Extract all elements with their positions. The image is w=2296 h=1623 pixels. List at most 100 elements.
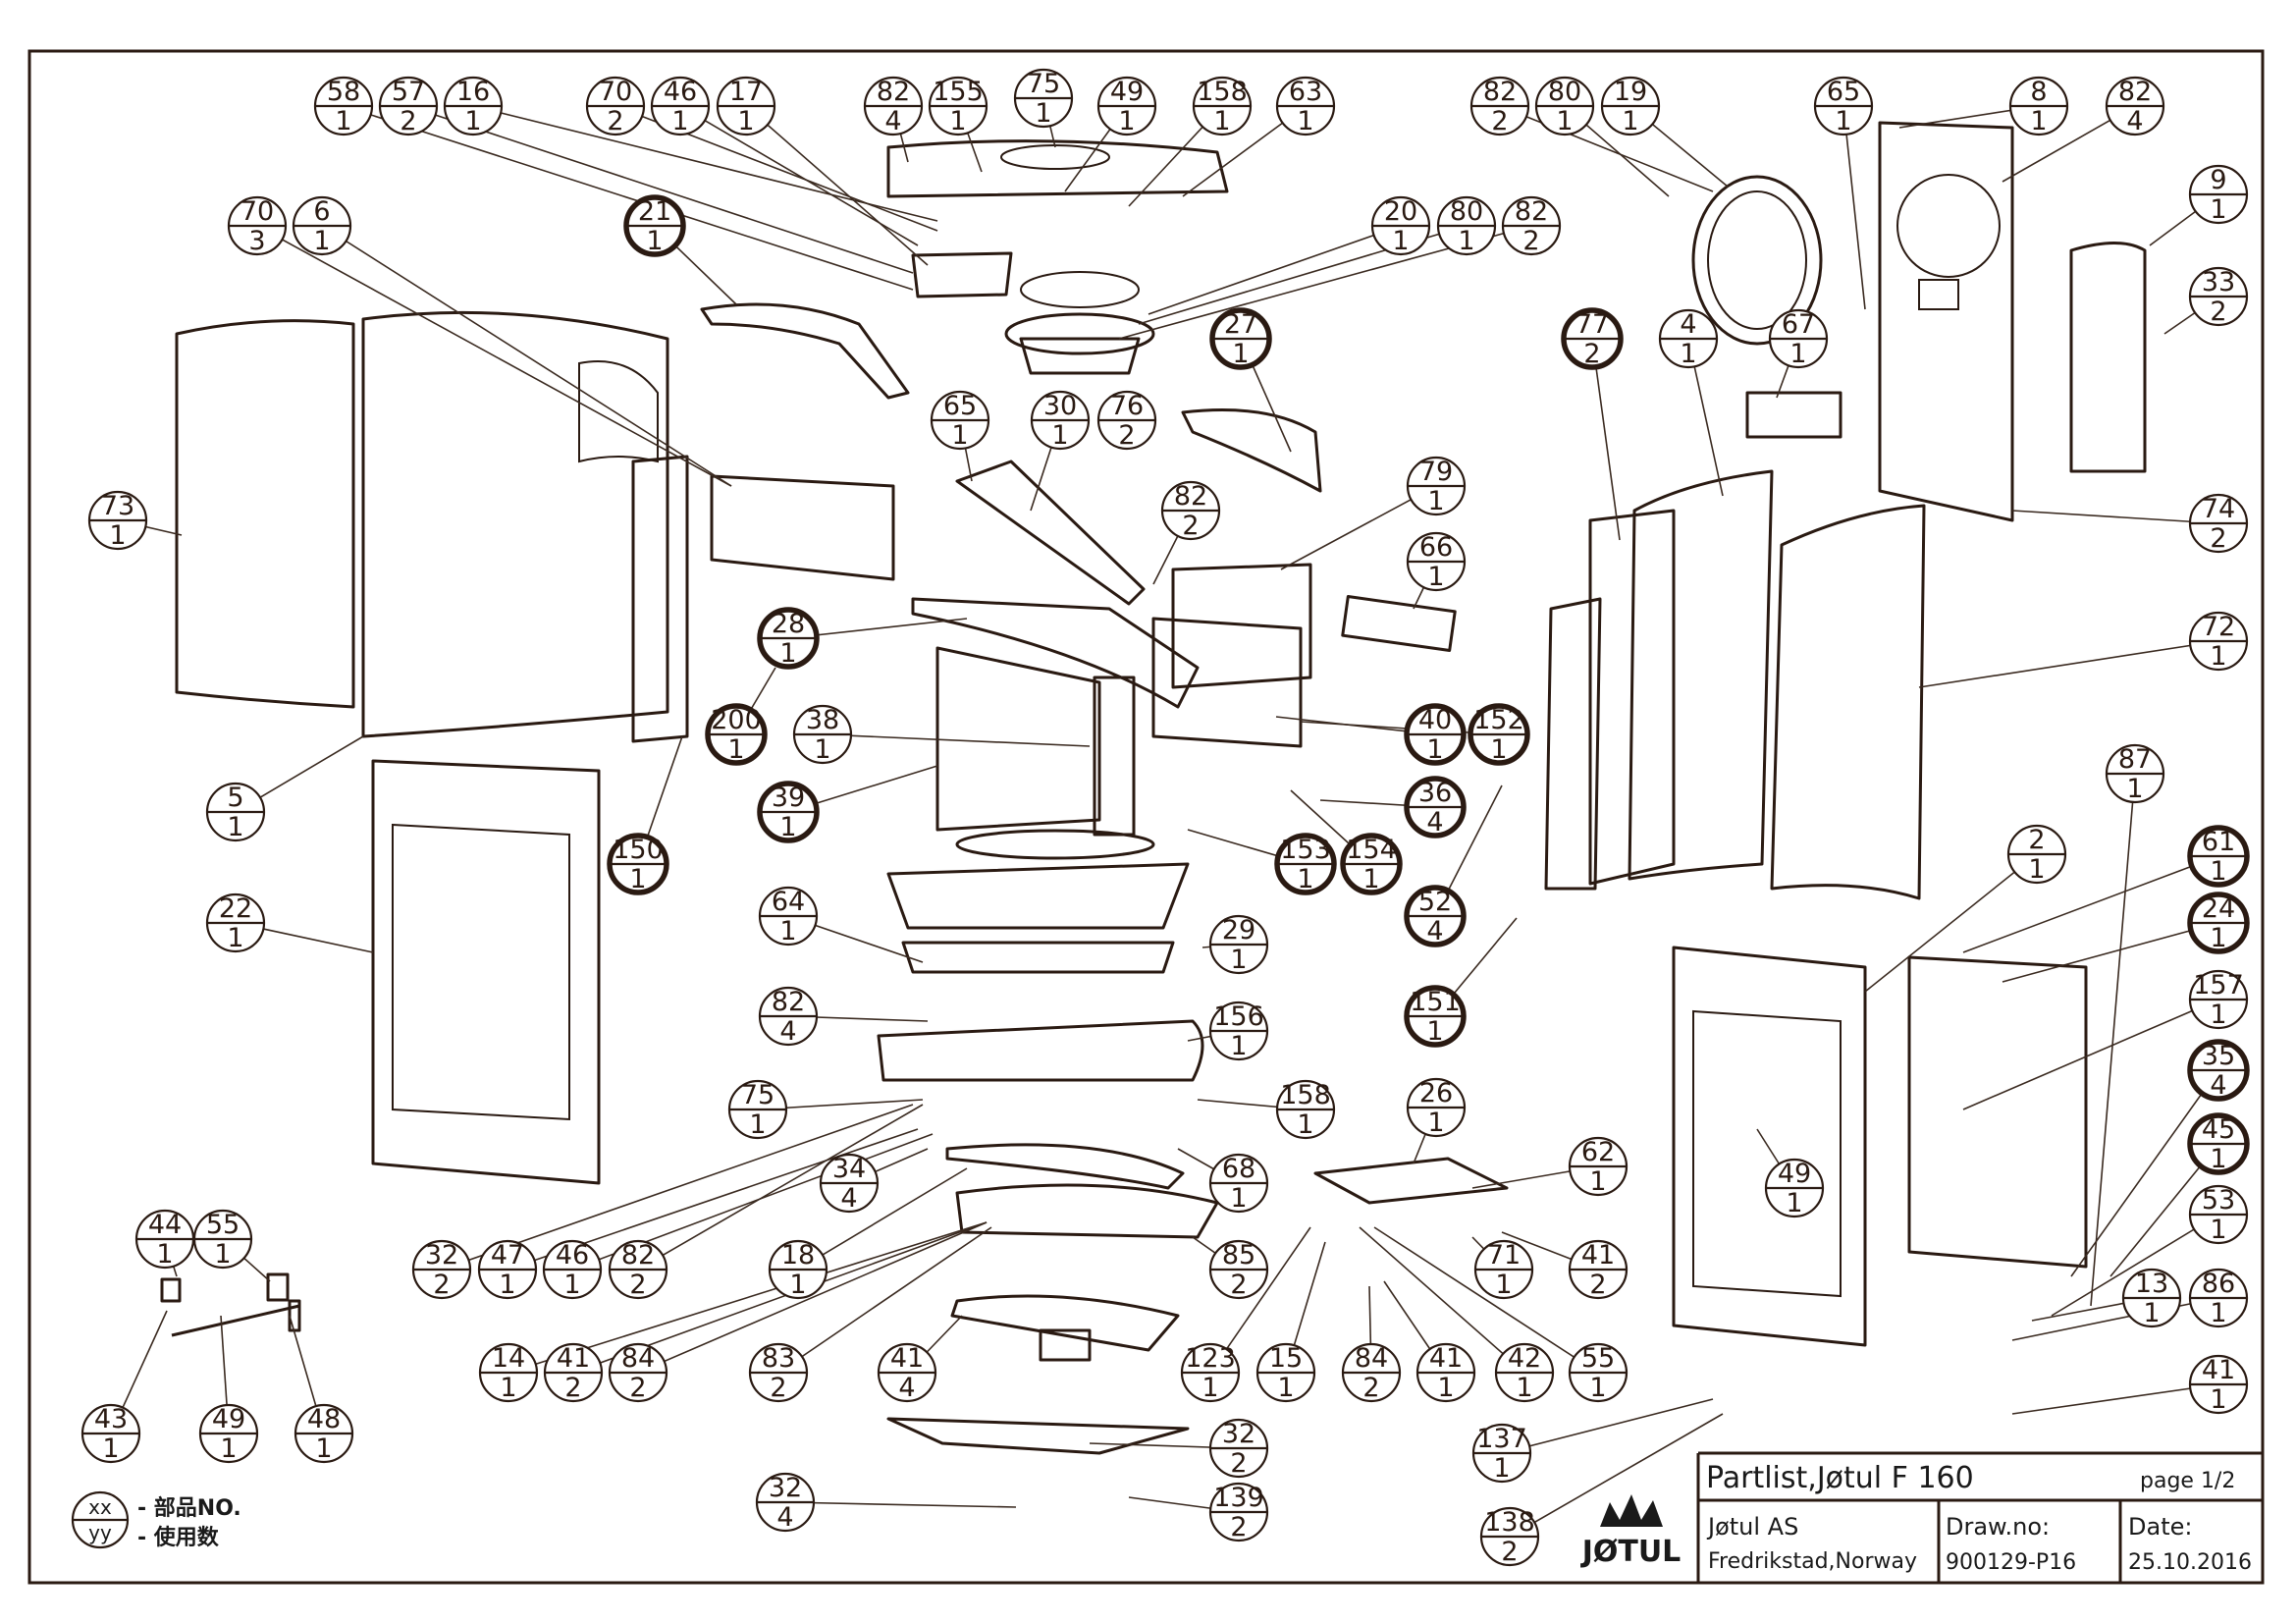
callout-bubble-30: 301 (1030, 390, 1091, 451)
part-number: 158 (1197, 77, 1248, 107)
part-quantity: 1 (2210, 1144, 2226, 1174)
part-number: 75 (741, 1080, 774, 1110)
part-quantity: 1 (1835, 106, 1851, 136)
part-quantity: 2 (1583, 339, 1600, 369)
part-quantity: 1 (1232, 339, 1249, 369)
callout-bubble-35: 354 (2187, 1039, 2250, 1102)
leader-line (1373, 1226, 1599, 1374)
part-quantity: 1 (1589, 1166, 1606, 1197)
part-number: 49 (1110, 77, 1144, 107)
part-number: 138 (1484, 1507, 1535, 1538)
part-quantity: 1 (227, 923, 243, 953)
part-number: 66 (1419, 532, 1453, 563)
title-block: Partlist,Jøtul F 160 page 1/2 Jøtul AS F… (1580, 1451, 2263, 1583)
callout-bubble-82: 824 (863, 76, 924, 136)
part-number: 19 (1614, 77, 1647, 107)
callout-bubble-70: 703 (227, 195, 288, 256)
leader-line (2011, 1297, 2219, 1341)
part-number: 67 (1782, 309, 1815, 340)
part-quantity: 1 (563, 1270, 580, 1300)
part-number: 139 (1213, 1483, 1264, 1513)
callout-bubble-84: 842 (1341, 1342, 1402, 1403)
callout-bubble-49: 491 (1096, 76, 1157, 136)
callout-bubble-26: 261 (1406, 1077, 1467, 1138)
part-number: 61 (2202, 827, 2235, 857)
part-quantity: 2 (1501, 1537, 1518, 1567)
part-quantity: 2 (629, 1270, 646, 1300)
leader-line (784, 1501, 1017, 1508)
part-number: 84 (1355, 1343, 1388, 1374)
part-number: 53 (2202, 1185, 2235, 1216)
callout-bubble-62: 621 (1568, 1136, 1629, 1197)
part-number: 27 (1224, 309, 1257, 340)
part-quantity: 1 (1589, 1373, 1606, 1403)
part-quantity: 1 (2126, 774, 2143, 804)
part-quantity: 1 (1035, 98, 1051, 129)
callout-bubble-46: 461 (542, 1239, 603, 1300)
leader-line (2051, 1214, 2219, 1317)
part-quantity: 2 (1522, 226, 1539, 256)
part-number: 82 (772, 987, 805, 1017)
callout-bubble-46: 461 (650, 76, 711, 136)
callout-bubble-53: 531 (2188, 1184, 2249, 1245)
part-number: 32 (1222, 1419, 1255, 1449)
part-quantity: 1 (1213, 106, 1230, 136)
callout-bubble-41: 411 (2188, 1354, 2249, 1415)
part-number: 72 (2202, 612, 2235, 642)
callout-bubble-33: 332 (2188, 266, 2249, 327)
part-number: 74 (2202, 494, 2235, 524)
part-number: 39 (772, 783, 805, 813)
part-quantity: 1 (2210, 1000, 2226, 1030)
part-quantity: 1 (102, 1434, 119, 1464)
callout-bubble-55: 551 (192, 1209, 253, 1270)
part-quantity: 1 (1118, 106, 1135, 136)
part-quantity: 4 (1426, 916, 1443, 947)
part-quantity: 1 (156, 1239, 173, 1270)
part-number: 45 (2202, 1114, 2235, 1145)
part-quantity: 4 (840, 1183, 857, 1214)
part-number: 58 (327, 77, 360, 107)
callout-bubble-52: 524 (1404, 885, 1467, 947)
part-quantity: 4 (1426, 807, 1443, 838)
part-quantity: 1 (220, 1434, 237, 1464)
callout-bubble-43: 431 (80, 1403, 141, 1464)
part-quantity: 1 (1051, 420, 1068, 451)
part-number: 156 (1213, 1001, 1264, 1032)
part-quantity: 1 (749, 1109, 766, 1140)
part-number: 83 (762, 1343, 795, 1374)
part-number: 77 (1575, 309, 1609, 340)
legend-top-label: - 部品NO. (137, 1495, 241, 1521)
part-quantity: 1 (1556, 106, 1573, 136)
part-number: 68 (1222, 1154, 1255, 1184)
callout-bubble-32: 322 (411, 1239, 472, 1300)
leader-line (407, 105, 914, 274)
part-quantity: 4 (2126, 106, 2143, 136)
part-quantity: 1 (779, 812, 796, 842)
leader-line (2011, 510, 2219, 524)
leader-line (822, 733, 1091, 747)
callout-bubble-84: 842 (608, 1342, 668, 1403)
callout-bubble-41: 411 (1415, 1342, 1476, 1403)
part-quantity: 1 (779, 638, 796, 669)
part-quantity: 1 (671, 106, 688, 136)
callout-bubble-75: 751 (1013, 68, 1074, 129)
leader-line (777, 1226, 992, 1374)
part-quantity: 1 (1495, 1270, 1512, 1300)
part-number: 35 (2202, 1041, 2235, 1071)
part-number: 82 (2118, 77, 2152, 107)
part-quantity: 1 (951, 420, 968, 451)
title-block-title: Partlist,Jøtul F 160 (1706, 1461, 1974, 1495)
title-block-company: Jøtul AS (1706, 1513, 1798, 1541)
leader-line (1591, 338, 1621, 541)
part-number: 41 (2202, 1355, 2235, 1385)
callout-bubble-29: 291 (1208, 914, 1269, 975)
part-number: 70 (599, 77, 632, 107)
callout-bubble-71: 711 (1473, 1239, 1534, 1300)
part-quantity: 2 (433, 1270, 450, 1300)
part-number: 82 (621, 1240, 655, 1271)
